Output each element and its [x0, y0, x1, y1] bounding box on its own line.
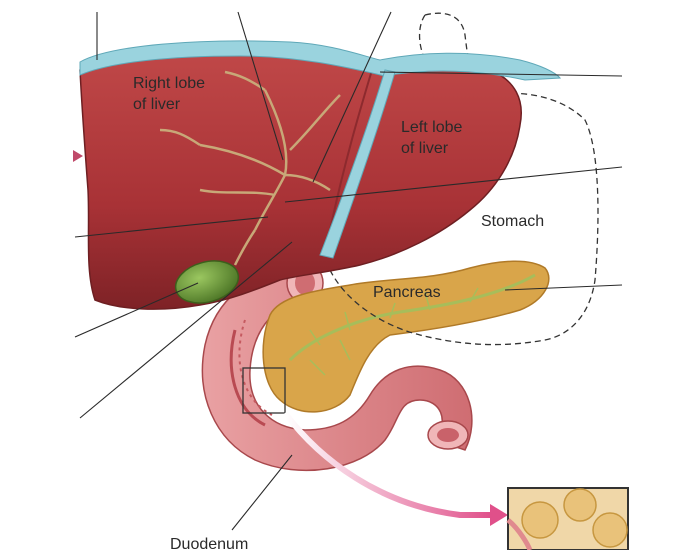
left-edge-arrowhead [73, 150, 83, 162]
leader-line [74, 216, 269, 238]
zoom-arrow [282, 411, 492, 518]
coronary-ligament [79, 40, 562, 81]
label-stomach: Stomach [481, 213, 544, 230]
label-left-lobe-line1: Left lobe [401, 119, 462, 136]
label-right-lobe-line1: Right lobe [133, 75, 205, 92]
leader-line [74, 282, 199, 338]
leader-line [379, 71, 623, 77]
label-right-lobe-line2: of liver [133, 96, 181, 113]
gallbladder [174, 260, 240, 304]
leader-line [504, 284, 623, 291]
label-bottom-partial: Duodenum [170, 536, 248, 550]
pancreas [262, 260, 550, 413]
inset-magnification [506, 487, 629, 550]
stomach-outline [329, 12, 599, 346]
bile-ducts [159, 70, 341, 266]
leader-line [231, 454, 293, 531]
zoom-arrowhead [490, 504, 508, 526]
round-ligament [319, 69, 396, 259]
label-pancreas: Pancreas [373, 284, 441, 301]
leader-line [79, 241, 293, 419]
leader-line [284, 166, 623, 203]
leader-line [312, 11, 392, 183]
leader-line [237, 11, 284, 161]
label-left-lobe-line2: of liver [401, 140, 449, 157]
callout-box [242, 367, 286, 414]
